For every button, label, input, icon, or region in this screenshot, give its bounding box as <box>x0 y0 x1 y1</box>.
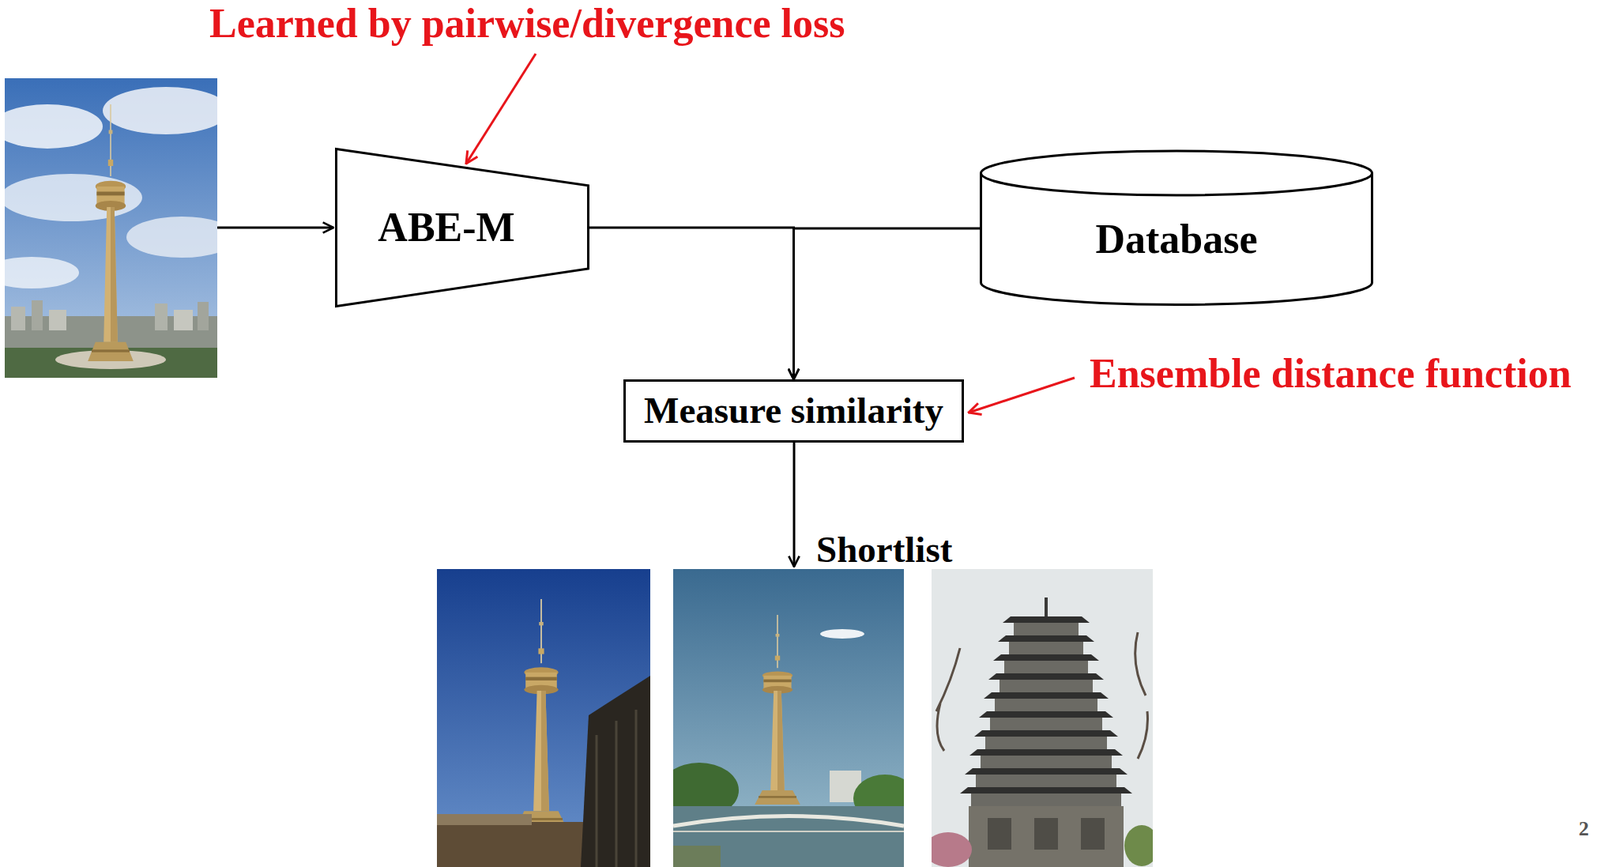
result-photo <box>673 568 904 867</box>
cylinder-body <box>981 150 1373 305</box>
node-label: ABE-M <box>377 204 515 250</box>
callout-title: Learned by pairwise/divergence loss <box>209 3 846 45</box>
result-photo <box>931 568 1153 867</box>
callout-arrow <box>968 377 1075 413</box>
output-arrow <box>793 442 796 567</box>
query-photo <box>4 78 218 378</box>
node-label: Measure similarity <box>643 390 944 432</box>
output-label: Shortlist <box>816 530 953 569</box>
callout-arrow <box>466 53 536 164</box>
model-trapezoid: ABE-M <box>335 147 590 308</box>
node-label: Database <box>1095 216 1258 262</box>
connector <box>794 228 981 380</box>
cylinder-rim <box>981 173 1373 196</box>
input-arrow <box>217 226 334 230</box>
process-box: Measure similarity <box>623 379 964 443</box>
result-photo <box>436 568 651 867</box>
trapezoid-shape <box>336 149 589 307</box>
database-cylinder: Database <box>979 150 1374 306</box>
page-number: 2 <box>1578 818 1589 840</box>
callout-text: Ensemble distance function <box>1089 353 1572 395</box>
connector <box>589 227 795 380</box>
